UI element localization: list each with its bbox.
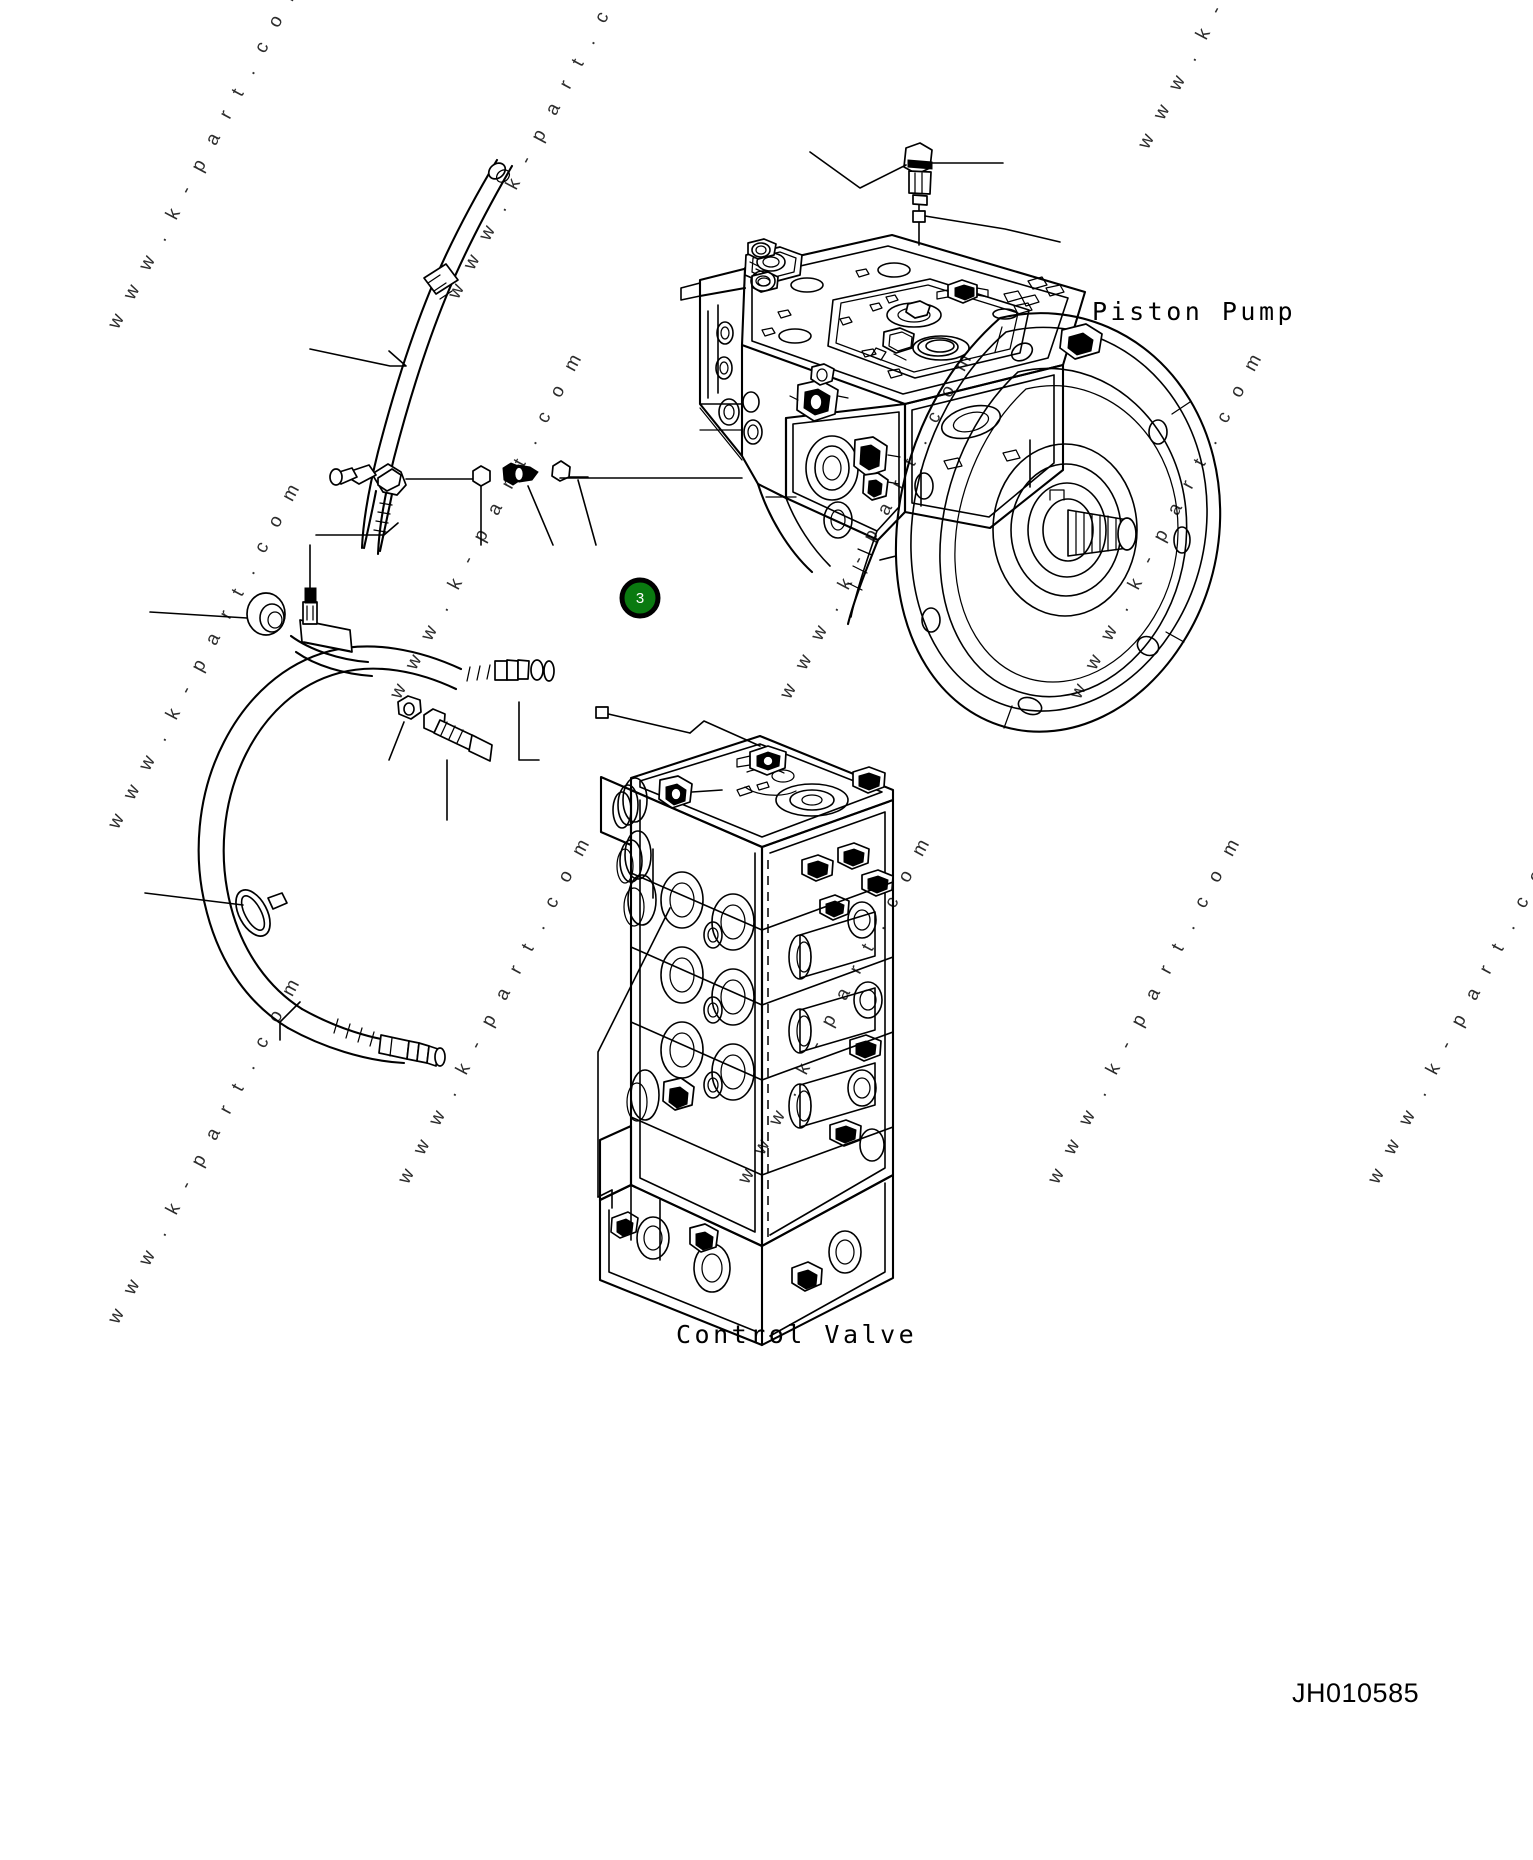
callout-circle (619, 577, 661, 619)
valve-leader-line (597, 907, 671, 1198)
union-nut (502, 462, 554, 546)
watermark-text: w w w . k - p a r t . c o m (1363, 830, 1533, 1188)
pump-bell-housing (879, 312, 1222, 733)
small-parts-row (472, 460, 597, 546)
watermark-text: w w w . k - p a r t . c o m (1133, 0, 1337, 153)
elbow-fitting-upper (315, 463, 478, 553)
valve-spool-ends-left (599, 775, 723, 1122)
hose-clamp (144, 889, 288, 937)
watermark-text: w w w . k - p a r t . c o m (103, 0, 307, 333)
hydraulic-hose-upper (309, 158, 514, 556)
control-valve-assembly (595, 706, 895, 1347)
valve-leader-tick (597, 1189, 613, 1198)
watermark-text: w w w . k - p a r t . c o m (393, 830, 597, 1188)
watermark-text: w w w . k - p a r t . c o m (385, 345, 589, 703)
callout-number: 3 (636, 590, 644, 607)
washer (149, 592, 286, 636)
watermark-text: w w w . k - p a r t . c o m (1065, 345, 1269, 703)
control-valve-label: Control Valve (676, 1320, 917, 1349)
watermark-text: w w w . k - p a r t . c o m (1043, 830, 1247, 1188)
bolt-hex-head (388, 695, 493, 821)
watermark-text: w w w . k - p a r t . c o m (443, 0, 647, 303)
piston-pump-label: Piston Pump (1092, 297, 1296, 326)
valve-spool-tubes (788, 911, 876, 1129)
valve-right-fittings (801, 842, 894, 1162)
watermark-text: w w w . k - p a r t . c o m (103, 475, 307, 833)
piston-pump-assembly (680, 233, 1222, 733)
elbow-fitting-top (809, 142, 1061, 246)
bracket-lower-left (289, 544, 374, 678)
callout-layer: 3 (619, 577, 661, 619)
callout-marker-3[interactable]: 3 (619, 577, 661, 619)
drawing-number: JH010585 (1292, 1678, 1419, 1708)
watermark-text: w w w . k - p a r t . c o m (103, 970, 307, 1328)
hydraulic-hose-lower (197, 645, 555, 1067)
